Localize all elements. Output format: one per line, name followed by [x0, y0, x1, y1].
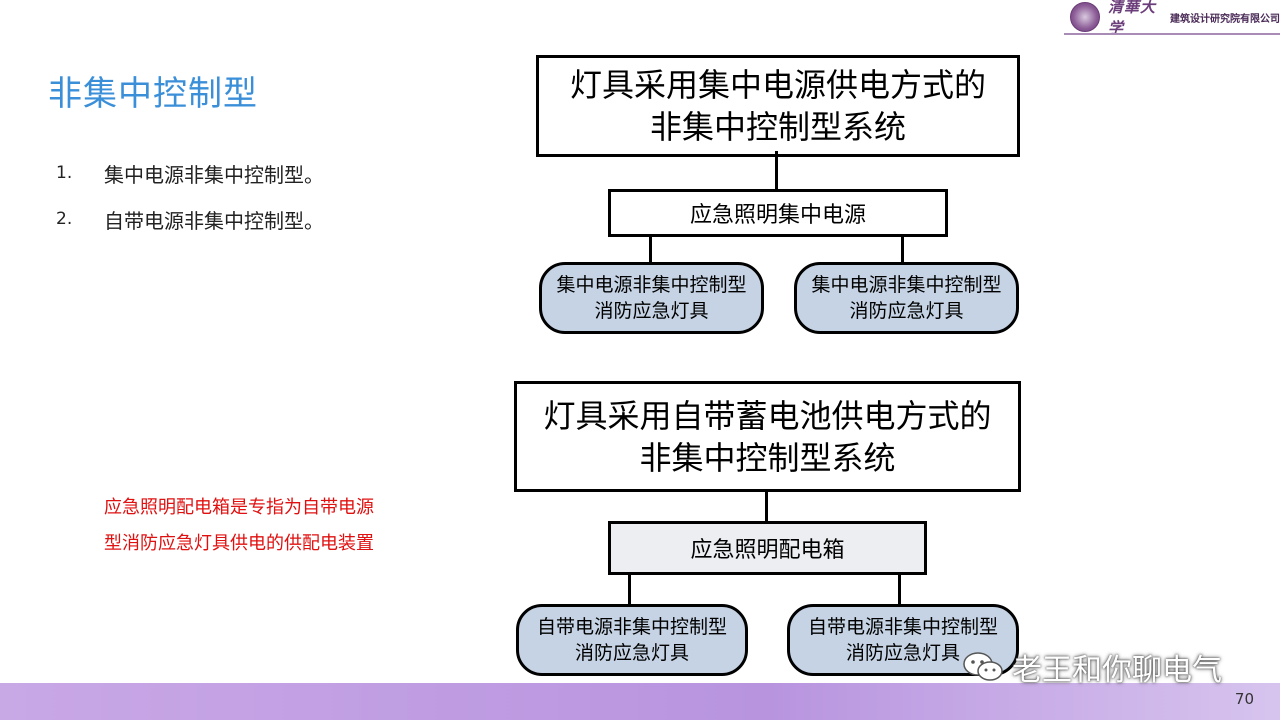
bottom-leaf-left: 自带电源非集中控制型 消防应急灯具 [516, 604, 748, 676]
bottom-root-line1: 灯具采用自带蓄电池供电方式的 [543, 396, 992, 435]
bottom-middle-label: 应急照明配电箱 [690, 538, 845, 563]
list-item-text: 集中电源非集中控制型。 [104, 162, 324, 187]
watermark: 老王和你聊电气 [962, 645, 1222, 689]
list-item: 2. 自带电源非集中控制型。 [56, 196, 324, 242]
leaf-line1: 集中电源非集中控制型 [556, 274, 747, 296]
bottom-connector-right [898, 572, 901, 604]
wechat-icon [963, 652, 1003, 681]
logo-school-name: 清華大学 [1108, 0, 1157, 37]
leaf-line2: 消防应急灯具 [849, 300, 964, 322]
header-divider [1064, 33, 1280, 35]
footer-bar [0, 683, 1280, 720]
bottom-root-line2: 非集中控制型系统 [639, 438, 896, 477]
distribution-box-note: 应急照明配电箱是专指为自带电源型消防应急灯具供电的供配电装置 [104, 497, 374, 554]
list-item-text: 自带电源非集中控制型。 [104, 208, 324, 233]
top-middle-box: 应急照明集中电源 [608, 189, 948, 237]
top-connector-right [901, 234, 904, 262]
leaf-line1: 自带电源非集中控制型 [807, 616, 998, 638]
type-list: 1. 集中电源非集中控制型。 2. 自带电源非集中控制型。 [56, 150, 324, 242]
logo-institute-name: 建筑设计研究院有限公司 [1170, 13, 1280, 25]
bottom-middle-box: 应急照明配电箱 [608, 521, 927, 575]
leaf-line1: 集中电源非集中控制型 [811, 274, 1002, 296]
slide-title: 非集中控制型 [48, 74, 258, 114]
top-root-line2: 非集中控制型系统 [649, 108, 906, 146]
list-item-number: 1. [56, 163, 73, 183]
list-item-number: 2. [56, 209, 73, 229]
bottom-root-box: 灯具采用自带蓄电池供电方式的 非集中控制型系统 [514, 381, 1021, 492]
top-root-line1: 灯具采用集中电源供电方式的 [569, 66, 986, 104]
top-leaf-right: 集中电源非集中控制型 消防应急灯具 [794, 262, 1019, 334]
top-middle-label: 应急照明集中电源 [689, 203, 866, 228]
top-connector-root [775, 151, 778, 189]
leaf-line2: 消防应急灯具 [594, 300, 709, 322]
leaf-line1: 自带电源非集中控制型 [536, 616, 727, 638]
bottom-connector-root [765, 489, 768, 521]
header-logo: 清華大学 建筑设计研究院有限公司 [1064, 0, 1280, 37]
top-root-box: 灯具采用集中电源供电方式的 非集中控制型系统 [536, 55, 1020, 157]
list-item: 1. 集中电源非集中控制型。 [56, 150, 324, 196]
leaf-line2: 消防应急灯具 [845, 642, 960, 664]
page-number: 70 [1234, 690, 1254, 708]
university-seal-icon [1070, 2, 1100, 32]
top-connector-left [649, 234, 652, 262]
leaf-line2: 消防应急灯具 [574, 642, 689, 664]
bottom-connector-left [628, 572, 631, 604]
watermark-text: 老王和你聊电气 [1012, 653, 1222, 688]
top-leaf-left: 集中电源非集中控制型 消防应急灯具 [539, 262, 764, 334]
